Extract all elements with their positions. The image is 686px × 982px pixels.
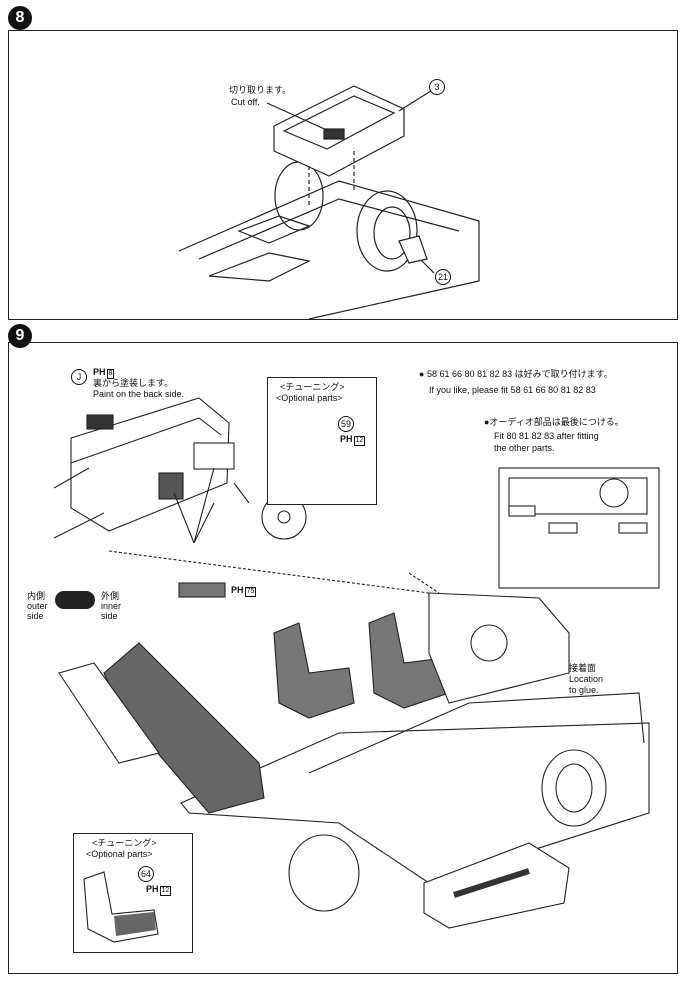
fit-note-jp-suffix: は好みで取り付けます。 — [514, 369, 613, 379]
optional-title-en-1: <Optional parts> — [276, 393, 343, 403]
fit-note-parts: 58 — [426, 369, 437, 379]
fit-part: 80 — [548, 385, 559, 395]
fit-part: 66 — [452, 369, 463, 379]
fit-part: 83 — [502, 369, 513, 379]
audio-note-en-prefix: Fit — [494, 431, 504, 441]
legend-swatch-icon — [55, 591, 95, 609]
step-9-number: 9 — [8, 324, 32, 348]
legend-inner-en: inner — [101, 601, 122, 611]
legend-inner-jp: 内側 — [27, 591, 46, 601]
part-j-note-jp: 裏から塗装します。 — [93, 378, 174, 388]
ph-code-box: 12 — [159, 886, 172, 896]
step-8-drawing — [178, 85, 480, 319]
part-64-callout: 64 — [138, 866, 154, 882]
glue-note-en-1: Location — [569, 674, 604, 684]
ph-label: PH — [231, 585, 244, 595]
optional-title-jp-2: <チューニング> — [92, 838, 157, 848]
audio-part: 80 — [506, 431, 517, 441]
glue-note-en-2: to glue. — [569, 685, 599, 695]
fit-note-en: If you like, please fit 58 61 66 80 81 8… — [429, 385, 596, 395]
seat-64-drawing — [83, 871, 159, 943]
fit-note-jp: ● 58 61 66 80 81 82 83 は好みで取り付けます。 — [419, 369, 613, 379]
cut-off-note-jp: 切り取ります。 — [229, 85, 292, 95]
audio-note-jp: ●オーディオ部品は最後につける。 — [484, 417, 624, 427]
fit-part: 61 — [439, 369, 450, 379]
cut-off-note-en: Cut off. — [231, 97, 260, 107]
audio-part: 81 — [519, 431, 530, 441]
step-8-number: 8 — [8, 6, 32, 30]
ph-label: PH — [93, 367, 106, 377]
step-9-drawing — [53, 397, 660, 929]
audio-part: 83 — [544, 431, 555, 441]
fit-part: 81 — [477, 369, 488, 379]
ph-code-box: 8 — [106, 369, 115, 379]
fit-part: 82 — [573, 385, 584, 395]
ph-code-box: 75 — [244, 587, 257, 597]
legend-side-right: side — [101, 611, 118, 621]
ph-label: PH — [146, 884, 159, 894]
audio-note-en-line2: the other parts. — [494, 443, 555, 453]
glue-note-jp: 接着面 — [569, 663, 597, 673]
fit-part: 66 — [535, 385, 546, 395]
audio-note-en-suffix: after fitting — [556, 431, 599, 441]
audio-note-en: Fit 80 81 82 83 after fitting — [494, 431, 599, 441]
part-21-callout: 21 — [435, 269, 451, 285]
legend-side-left: side — [27, 611, 44, 621]
part-j-note-en: Paint on the back side. — [93, 389, 185, 399]
ph-code-box: 12 — [353, 436, 366, 446]
fit-part: 83 — [585, 385, 596, 395]
fit-part: 80 — [464, 369, 475, 379]
optional-title-en-2: <Optional parts> — [86, 849, 153, 859]
optional-title-jp-1: <チューニング> — [280, 382, 345, 392]
fit-part: 82 — [489, 369, 500, 379]
ph-label: PH — [340, 434, 353, 444]
part-3-callout: 3 — [429, 79, 445, 95]
fit-part: 81 — [560, 385, 571, 395]
fit-part: 61 — [523, 385, 534, 395]
fit-part: 58 — [510, 385, 521, 395]
part-59-callout: 59 — [338, 416, 354, 432]
fit-note-en-prefix: If you like, please fit — [429, 385, 509, 395]
audio-part: 82 — [531, 431, 542, 441]
part-j-callout: J — [71, 369, 87, 385]
legend-outer-jp: 外側 — [101, 591, 120, 601]
legend-outer-en: outer — [27, 601, 48, 611]
step-8-panel: 切り取ります。 Cut off. 3 21 — [8, 30, 678, 320]
